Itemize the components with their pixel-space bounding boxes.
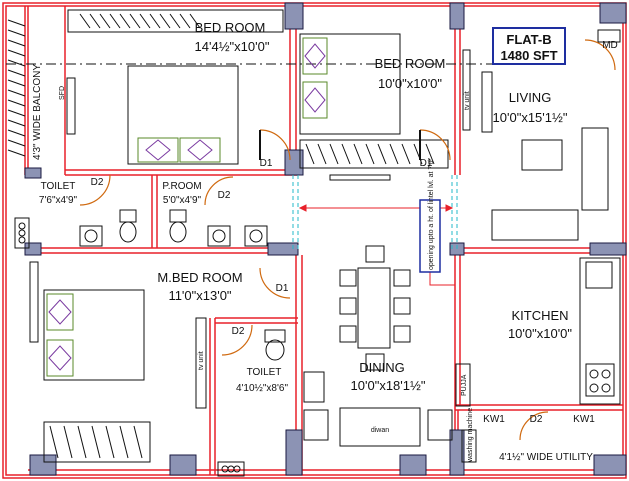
balcony-name: 4'3" WIDE BALCONY	[32, 64, 43, 160]
toilet-fixtures	[79, 209, 286, 409]
dining-size: 10'0"x18'1½"	[351, 378, 426, 393]
door-label-d1-bed2: D1	[420, 158, 433, 169]
door-label-d1-bed1: D1	[260, 158, 273, 169]
door-label-d1-mbed: D1	[276, 283, 289, 294]
toilet-2-size: 4'10½"x8'6"	[236, 383, 289, 394]
door-label-d2-proom: D2	[218, 190, 231, 201]
cyan-lines	[292, 175, 458, 250]
mbed-size: 11'0"x13'0"	[168, 288, 231, 303]
tv-unit-label-bed2: tv unit	[464, 91, 471, 110]
mbed-name: M.BED ROOM	[157, 270, 242, 285]
proom-name: P.ROOM	[162, 181, 201, 192]
toilet-1-size: 7'6"x4'9"	[39, 195, 78, 206]
flat-badge: FLAT-B 1480 SFT	[492, 27, 566, 65]
flat-badge-line2: 1480 SFT	[500, 48, 557, 63]
door-label-md: MD	[602, 40, 618, 51]
window-label-kw1-right: KW1	[573, 414, 595, 425]
toilet-2-name: TOILET	[247, 367, 282, 378]
dining-furniture	[303, 245, 453, 447]
bed-room-2-furniture	[299, 33, 471, 181]
tv-unit-label-mbed: tv unit	[198, 351, 205, 370]
bed-room-1-furniture	[66, 9, 284, 165]
sfd-label: SFD	[59, 86, 66, 100]
pujja-label: PUJJA	[461, 374, 468, 396]
opening-note: opening upto a ht. of lintel lvl. at 7'0…	[419, 157, 441, 273]
door-label-d2-toilet1: D2	[91, 177, 104, 188]
toilet-1-name: TOILET	[41, 181, 76, 192]
mbed-furniture	[29, 261, 151, 463]
living-name: LIVING	[509, 90, 552, 105]
door-label-d2-toilet2: D2	[232, 326, 245, 337]
balcony-hatch	[7, 19, 26, 157]
bed-room-2-size: 10'0"x10'0"	[378, 76, 442, 91]
flat-badge-line1: FLAT-B	[506, 32, 551, 47]
kitchen-fixtures	[455, 257, 621, 463]
living-furniture	[481, 29, 621, 241]
opening-note-text: opening upto a ht. of lintel lvl. at 7'0…	[428, 157, 435, 270]
washing-machine-label: washing machine	[467, 408, 474, 463]
bed-room-2-name: BED ROOM	[375, 56, 446, 71]
bed-room-1-name: BED ROOM	[195, 20, 266, 35]
diwan-label: diwan	[371, 427, 389, 434]
bed-room-1-size: 14'4½"x10'0"	[195, 39, 270, 54]
kitchen-size: 10'0"x10'0"	[508, 326, 572, 341]
columns	[24, 2, 627, 476]
dining-name: DINING	[359, 360, 405, 375]
door-swings	[79, 39, 616, 441]
living-size: 10'0"x15'1½"	[493, 110, 568, 125]
proom-size: 5'0"x4'9"	[163, 195, 202, 206]
kitchen-name: KITCHEN	[511, 308, 568, 323]
windows	[14, 217, 245, 477]
window-label-kw1-left: KW1	[483, 414, 505, 425]
utility-name: 4'1½" WIDE UTILITY	[499, 452, 593, 463]
door-label-d2-utility: D2	[530, 414, 543, 425]
